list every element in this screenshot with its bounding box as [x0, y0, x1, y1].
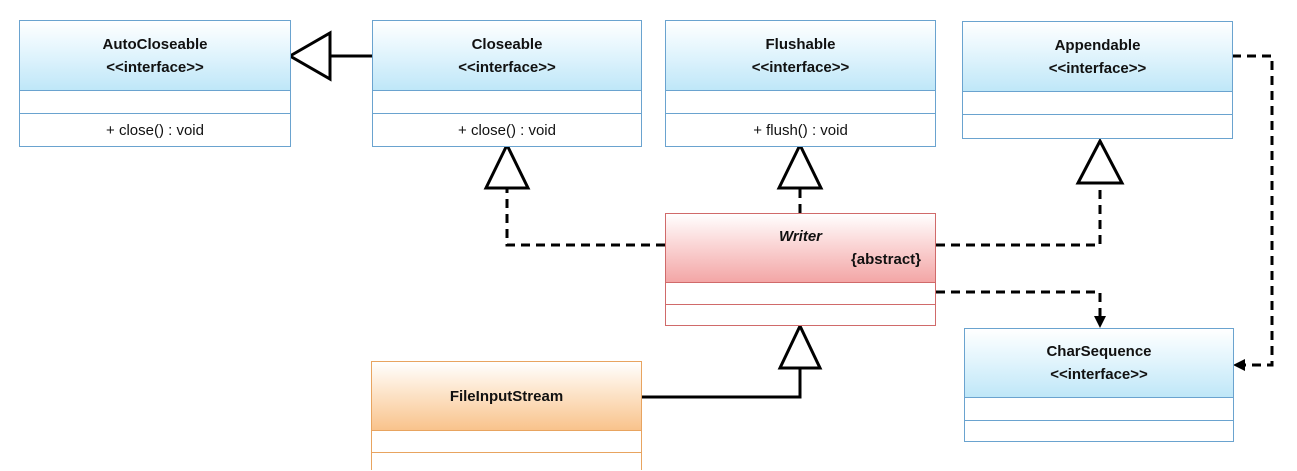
closeable-stereotype: <<interface>> — [458, 58, 556, 76]
closeable-interface-box: Closeable <<interface>> + close() : void — [372, 20, 642, 147]
fileinputstream-extends-writer-line — [642, 368, 802, 399]
flushable-header: Flushable <<interface>> — [666, 21, 935, 90]
autocloseable-generalization-arrowhead — [286, 30, 332, 82]
writer-depends-charsequence-line — [936, 290, 1102, 320]
writer-methods — [666, 304, 935, 325]
flushable-methods: + flush() : void — [666, 113, 935, 146]
flushable-name: Flushable — [765, 35, 836, 53]
autocloseable-method: + close() : void — [106, 121, 204, 139]
charsequence-name: CharSequence — [1046, 343, 1152, 360]
autocloseable-interface-box: AutoCloseable <<interface>> + close() : … — [19, 20, 291, 147]
charsequence-header: CharSequence <<interface>> — [965, 329, 1233, 397]
flushable-method: + flush() : void — [753, 121, 848, 139]
writer-attributes — [666, 282, 935, 304]
writer-implements-appendable-line — [936, 183, 1102, 247]
autocloseable-header: AutoCloseable <<interface>> — [20, 21, 290, 90]
appendable-name: Appendable — [1054, 36, 1141, 54]
appendable-dependency-arrowhead — [1233, 359, 1245, 371]
closeable-method: + close() : void — [458, 121, 556, 139]
writer-generalization-arrowhead — [777, 322, 823, 370]
flushable-interface-box: Flushable <<interface>> + flush() : void — [665, 20, 936, 147]
flushable-attributes — [666, 90, 935, 113]
fileinputstream-methods — [372, 452, 641, 471]
flushable-realization-arrowhead — [776, 141, 824, 190]
closeable-name: Closeable — [471, 35, 543, 53]
appendable-attributes — [963, 91, 1232, 114]
fileinputstream-name: FileInputStream — [449, 387, 564, 405]
writer-modifier: {abstract} — [850, 251, 921, 268]
charsequence-dependency-arrowhead — [1094, 316, 1106, 328]
appendable-depends-charsequence-line — [1232, 54, 1274, 367]
autocloseable-name: AutoCloseable — [102, 35, 208, 53]
fileinputstream-attributes — [372, 430, 641, 452]
appendable-stereotype: <<interface>> — [1048, 59, 1147, 77]
writer-name: Writer — [778, 228, 823, 245]
autocloseable-attributes — [20, 90, 290, 113]
appendable-interface-box: Appendable <<interface>> — [962, 21, 1233, 139]
closeable-attributes — [373, 90, 641, 113]
autocloseable-methods: + close() : void — [20, 113, 290, 146]
writer-implements-closeable-line — [505, 188, 665, 247]
fileinputstream-class-box: FileInputStream — [371, 361, 642, 470]
charsequence-interface-box: CharSequence <<interface>> — [964, 328, 1234, 442]
appendable-header: Appendable <<interface>> — [963, 22, 1232, 91]
closeable-methods: + close() : void — [373, 113, 641, 146]
charsequence-stereotype: <<interface>> — [1050, 366, 1148, 383]
closeable-realization-arrowhead — [483, 141, 531, 190]
autocloseable-stereotype: <<interface>> — [106, 58, 204, 76]
charsequence-methods — [965, 420, 1233, 441]
appendable-methods — [963, 114, 1232, 138]
closeable-header: Closeable <<interface>> — [373, 21, 641, 90]
appendable-realization-arrowhead — [1075, 137, 1125, 185]
flushable-stereotype: <<interface>> — [751, 58, 850, 76]
charsequence-attributes — [965, 397, 1233, 420]
writer-header: Writer {abstract} — [666, 214, 935, 282]
fileinputstream-header: FileInputStream — [372, 362, 641, 430]
writer-abstract-class-box: Writer {abstract} — [665, 213, 936, 326]
